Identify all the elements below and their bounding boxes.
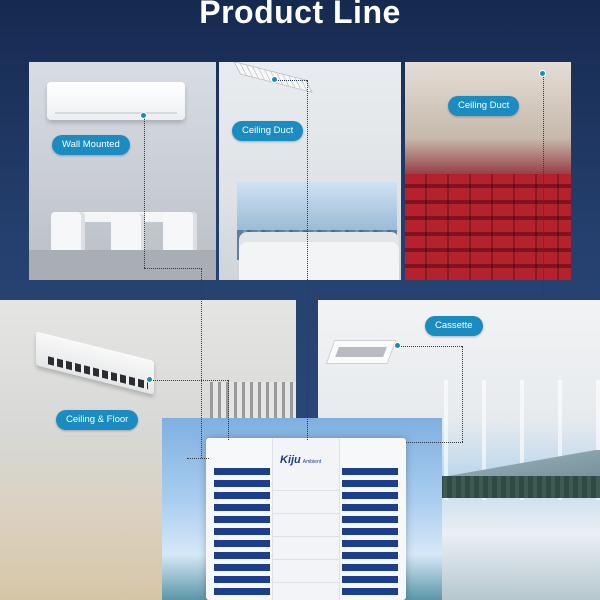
connector-line xyxy=(543,74,544,294)
floor xyxy=(29,250,216,280)
connector-line xyxy=(187,458,209,459)
connector-line xyxy=(201,268,202,458)
page-title: Product Line xyxy=(199,0,401,30)
connector-line xyxy=(228,380,229,440)
left-fins xyxy=(214,468,270,600)
connector-line xyxy=(406,442,463,443)
auditorium-image xyxy=(405,62,571,280)
ceiling-duct-label-2: Ceiling Duct xyxy=(448,96,520,116)
ceiling-floor-label: Ceiling & Floor xyxy=(56,410,139,430)
sofa xyxy=(239,242,399,280)
ceiling-duct-living-room-image xyxy=(219,62,401,280)
wall-mounted-room-image xyxy=(29,62,216,280)
connector-line xyxy=(462,346,463,442)
center-panel xyxy=(272,438,340,600)
right-fins xyxy=(342,468,398,600)
connector-line xyxy=(398,346,462,347)
anchor-dot xyxy=(140,112,147,119)
ceiling-duct-label-1: Ceiling Duct xyxy=(232,121,304,141)
wall-mounted-ac-unit xyxy=(47,82,185,120)
connector-line xyxy=(150,380,228,381)
ceiling-floor-ac-unit xyxy=(36,331,154,395)
tree-line xyxy=(438,476,600,498)
connector-line xyxy=(307,80,308,440)
connector-line xyxy=(144,268,202,269)
anchor-dot xyxy=(539,70,546,77)
auditorium-seats xyxy=(405,174,571,280)
wall-mounted-label: Wall Mounted xyxy=(52,135,130,155)
anchor-dot xyxy=(394,342,401,349)
cassette-ac-unit xyxy=(325,340,397,364)
anchor-dot xyxy=(271,76,278,83)
balcony-railing xyxy=(210,382,296,422)
connector-line xyxy=(275,80,307,81)
cassette-label: Cassette xyxy=(425,316,483,336)
anchor-dot xyxy=(146,376,153,383)
connector-line xyxy=(144,118,145,268)
connector-line xyxy=(318,294,544,295)
